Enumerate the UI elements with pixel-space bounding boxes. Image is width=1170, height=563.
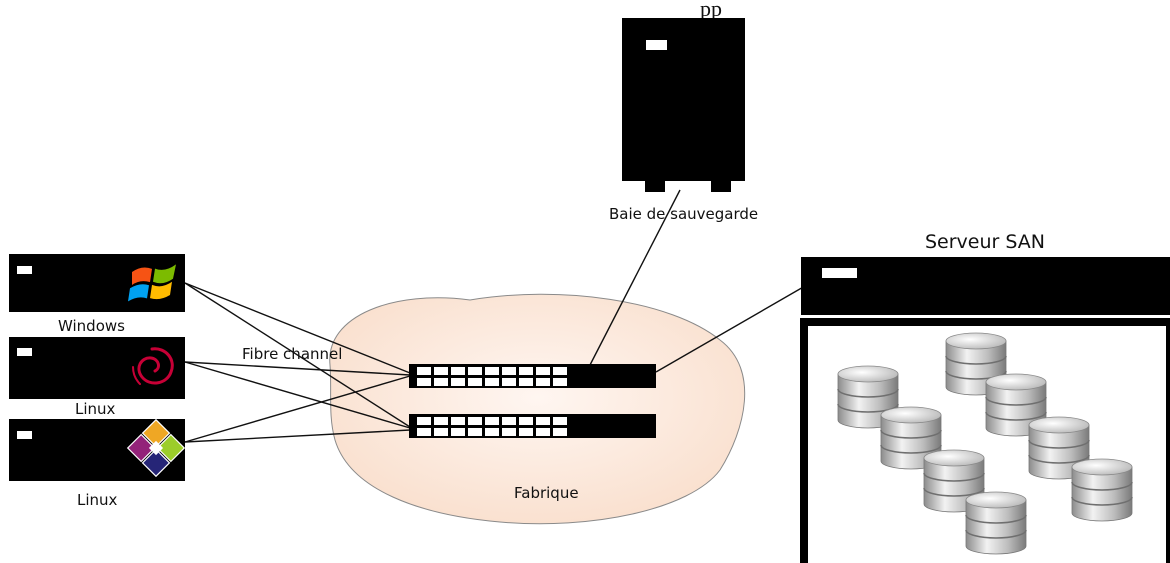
backup-array bbox=[622, 18, 745, 192]
switch-port bbox=[553, 417, 567, 425]
switch-port bbox=[536, 378, 550, 386]
switch-port bbox=[485, 428, 499, 436]
link-centos-switch2 bbox=[184, 429, 411, 443]
fibre-channel-links bbox=[184, 189, 813, 443]
switch-port bbox=[502, 367, 516, 375]
switch-port bbox=[519, 428, 533, 436]
link-debian-switch2 bbox=[184, 361, 411, 429]
disk-icon bbox=[965, 491, 1027, 555]
fabric-cloud bbox=[329, 293, 746, 525]
switch-port bbox=[519, 417, 533, 425]
switch-port bbox=[434, 367, 448, 375]
switch-port bbox=[536, 367, 550, 375]
switch-port bbox=[553, 428, 567, 436]
link-windows-switch2 bbox=[184, 282, 411, 428]
link-debian-switch1 bbox=[184, 361, 411, 376]
switch-port bbox=[502, 428, 516, 436]
switch-port bbox=[434, 378, 448, 386]
backup-label: Baie de sauvegarde bbox=[609, 205, 758, 223]
switch-port bbox=[451, 378, 465, 386]
switch-port bbox=[502, 378, 516, 386]
san-title: Serveur SAN bbox=[925, 231, 1045, 253]
server-windows-label: Windows bbox=[58, 317, 125, 335]
fabric-label: Fabrique bbox=[514, 484, 579, 502]
switch-port bbox=[485, 417, 499, 425]
switch-port bbox=[434, 417, 448, 425]
link-centos-switch1 bbox=[184, 375, 411, 443]
switch-port bbox=[553, 378, 567, 386]
switch-port bbox=[417, 378, 431, 386]
san-head-unit bbox=[801, 257, 1170, 315]
switch-port bbox=[536, 417, 550, 425]
fc-switch-2 bbox=[409, 414, 656, 438]
switch-port bbox=[434, 428, 448, 436]
switch-port bbox=[519, 367, 533, 375]
switch-port bbox=[417, 367, 431, 375]
switch-port bbox=[417, 428, 431, 436]
centos-logo-icon bbox=[126, 418, 186, 478]
link-switch-backup bbox=[589, 189, 681, 366]
debian-swirl-icon bbox=[132, 347, 174, 385]
top-caption: pp bbox=[700, 0, 722, 21]
switch-port bbox=[451, 367, 465, 375]
switch-port bbox=[468, 378, 482, 386]
switch-port bbox=[502, 417, 516, 425]
switch-port bbox=[417, 417, 431, 425]
switch-port bbox=[468, 417, 482, 425]
switch-port bbox=[553, 367, 567, 375]
server-linux-centos bbox=[9, 418, 186, 481]
switch-port bbox=[468, 367, 482, 375]
link-switch-san bbox=[655, 281, 813, 373]
windows-logo-icon bbox=[128, 264, 176, 302]
fibre-channel-label: Fibre channel bbox=[242, 345, 342, 363]
link-windows-switch1 bbox=[184, 282, 411, 374]
server-linux-centos-label: Linux bbox=[77, 491, 118, 509]
switch-port bbox=[468, 428, 482, 436]
server-linux-debian bbox=[9, 337, 185, 399]
switch-port bbox=[451, 428, 465, 436]
switch-port bbox=[519, 378, 533, 386]
fc-switch-1 bbox=[409, 364, 656, 388]
switch-port bbox=[536, 428, 550, 436]
server-windows bbox=[9, 254, 185, 312]
switch-port bbox=[485, 378, 499, 386]
switch-port bbox=[451, 417, 465, 425]
server-linux-debian-label: Linux bbox=[75, 400, 116, 418]
switch-port bbox=[485, 367, 499, 375]
disk-icon bbox=[1071, 458, 1133, 522]
